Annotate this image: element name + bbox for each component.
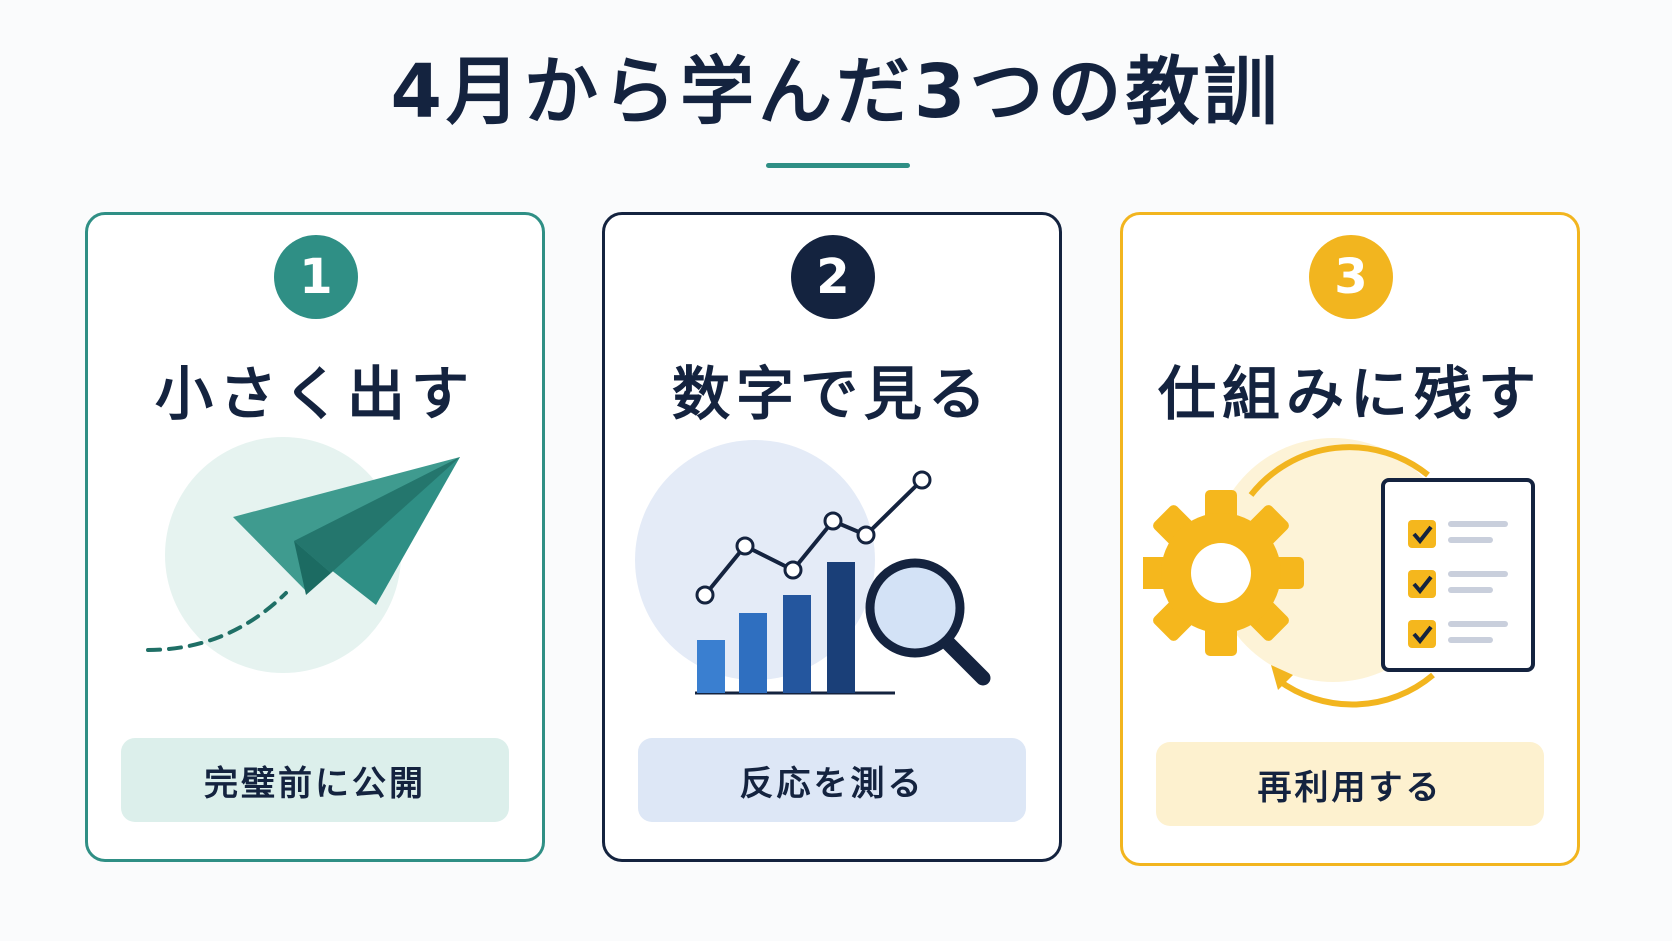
card-number-badge: 1: [274, 235, 358, 319]
lesson-card-1: 1 小さく出す 完璧前に公開: [85, 212, 545, 862]
paper-plane-icon: [146, 437, 460, 673]
card-title: 数字で見る: [671, 360, 992, 428]
lesson-card-2: 2 数字で見る 反応を測る: [602, 212, 1062, 862]
page-title: 4月から学んだ3つの教訓: [390, 49, 1282, 135]
chart-magnifier-icon: [635, 440, 991, 695]
card-caption: 再利用する: [1156, 742, 1544, 826]
card-caption: 完璧前に公開: [121, 738, 509, 822]
gear-checklist-icon: [1143, 438, 1535, 708]
card-number-badge: 2: [791, 235, 875, 319]
card-title: 仕組みに残す: [1157, 360, 1542, 428]
card-caption: 反応を測る: [638, 738, 1026, 822]
card-title: 小さく出す: [154, 360, 475, 428]
lesson-card-3: 3 仕組みに残す 再利用する: [1120, 212, 1580, 866]
title-underline: [766, 163, 910, 168]
card-number-badge: 3: [1309, 235, 1393, 319]
